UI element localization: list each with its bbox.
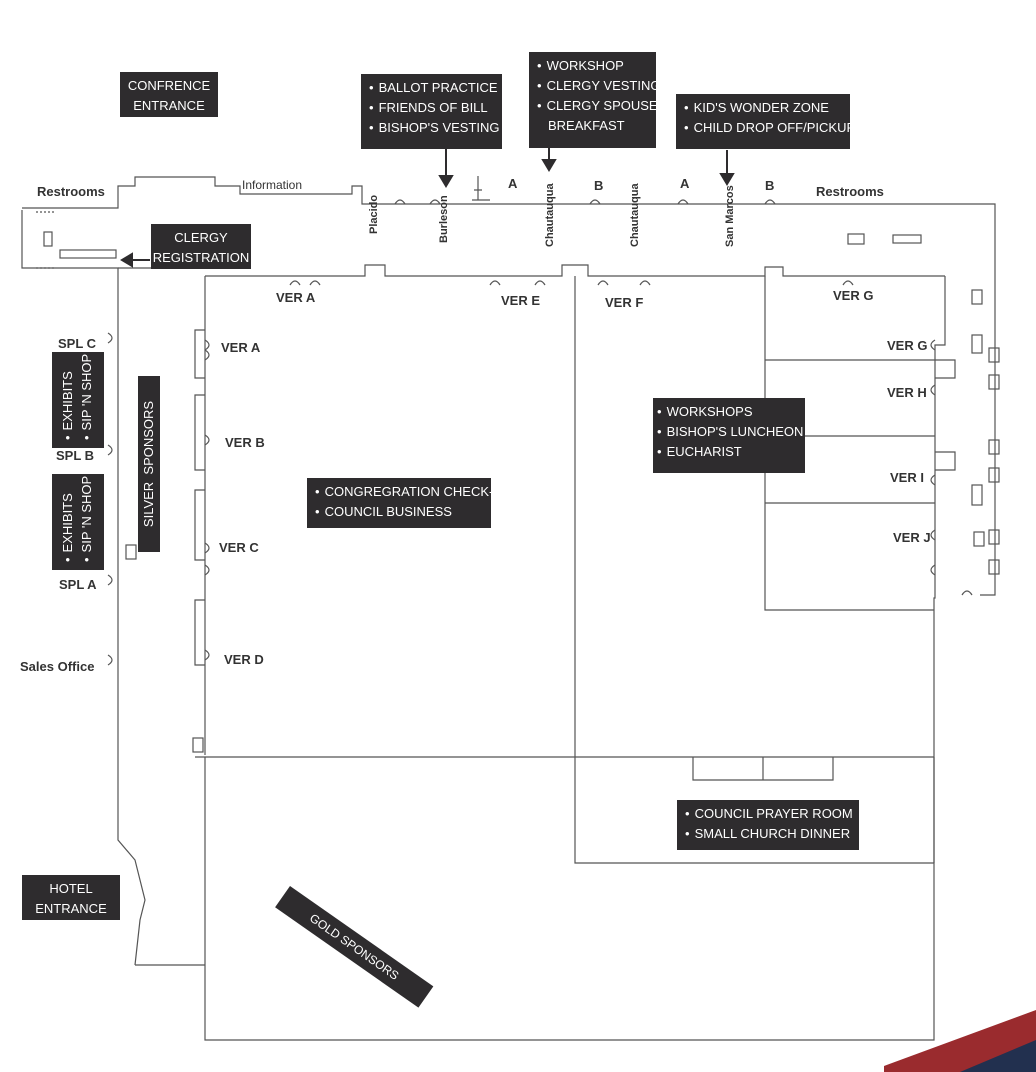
chautauqua-1-label: Chautauqua — [544, 183, 556, 247]
san-marcos-label: San Marcos — [724, 185, 736, 247]
room-b-2: B — [765, 178, 775, 193]
exhibits-upper: EXHIBITS SIP 'N SHOP — [52, 352, 104, 448]
callout-item: BALLOT PRACTICE — [369, 78, 498, 98]
exhibits-lower: EXHIBITS SIP 'N SHOP — [52, 474, 104, 570]
silver-sponsors: SILVER SPONSORS — [138, 376, 160, 552]
callout-item: SIP 'N SHOP — [77, 476, 96, 562]
sales-office-label: Sales Office — [20, 659, 95, 674]
callout-item: BISHOP'S LUNCHEON — [657, 422, 804, 442]
walls — [21, 176, 1000, 1041]
ver-b: VER B — [225, 435, 265, 450]
ver-d: VER D — [224, 652, 264, 667]
ver-e: VER E — [501, 293, 541, 308]
callout-item: KID'S WONDER ZONE — [684, 98, 844, 118]
ver-f: VER F — [605, 295, 644, 310]
workshops-callout: WORKSHOPS BISHOP'S LUNCHEON EUCHARIST — [653, 398, 805, 473]
ballot-practice-callout: BALLOT PRACTICE FRIENDS OF BILL BISHOP'S… — [361, 74, 502, 149]
room-a-1: A — [508, 176, 518, 191]
callout-item: WORKSHOP — [537, 56, 650, 76]
callout-item: SIP 'N SHOP — [77, 354, 96, 440]
workshop-callout: WORKSHOP CLERGY VESTING CLERGY SPOUSE BR… — [529, 52, 661, 148]
callout-item: CLERGY SPOUSE — [537, 96, 658, 116]
room-a-2: A — [680, 176, 690, 191]
restrooms-left-label: Restrooms — [37, 184, 105, 199]
kids-wonder-zone-callout: KID'S WONDER ZONE CHILD DROP OFF/PICKUP — [676, 94, 856, 149]
callout-item: SMALL CHURCH DINNER — [685, 824, 853, 844]
spl-b: SPL B — [56, 448, 95, 463]
ver-j: VER J — [893, 530, 931, 545]
callout-item: EXHIBITS — [58, 482, 77, 562]
information-label: Information — [242, 178, 303, 192]
ver-a-side: VER A — [221, 340, 261, 355]
callout-item: CHILD DROP OFF/PICKUP — [684, 118, 856, 138]
callout-item: CLERGY VESTING — [537, 76, 661, 96]
spl-a: SPL A — [59, 577, 97, 592]
hotel-entrance: HOTEL ENTRANCE — [22, 875, 120, 920]
prayer-room-callout: COUNCIL PRAYER ROOM SMALL CHURCH DINNER — [677, 800, 859, 850]
room-b-1: B — [594, 178, 604, 193]
callout-item: EUCHARIST — [657, 442, 799, 462]
callout-item: CONGREGRATION CHECK-IN — [315, 482, 507, 502]
restrooms-right-label: Restrooms — [816, 184, 884, 199]
ver-g-side: VER G — [887, 338, 928, 353]
callout-item: BISHOP'S VESTING — [369, 118, 500, 138]
spl-c: SPL C — [58, 336, 97, 351]
ver-g-top: VER G — [833, 288, 874, 303]
conference-entrance: CONFRENCE ENTRANCE — [120, 72, 218, 117]
ver-a-top: VER A — [276, 290, 316, 305]
callout-item: EXHIBITS — [58, 360, 77, 440]
callout-item: WORKSHOPS — [657, 402, 799, 422]
arrows — [120, 148, 735, 268]
ver-c: VER C — [219, 540, 259, 555]
clergy-registration: CLERGY REGISTRATION — [151, 224, 251, 269]
ver-i: VER I — [890, 470, 924, 485]
accent-red — [884, 1010, 1036, 1072]
callout-item: COUNCIL PRAYER ROOM — [685, 804, 853, 824]
burleson-label: Burleson — [438, 195, 450, 243]
callout-item: COUNCIL BUSINESS — [315, 502, 485, 522]
ver-h: VER H — [887, 385, 927, 400]
congregation-checkin-callout: CONGREGRATION CHECK-IN COUNCIL BUSINESS — [307, 478, 507, 528]
callout-item: BREAKFAST — [548, 118, 625, 133]
callout-item: FRIENDS OF BILL — [369, 98, 496, 118]
placido-label: Placido — [368, 194, 380, 234]
chautauqua-2-label: Chautauqua — [629, 183, 641, 247]
